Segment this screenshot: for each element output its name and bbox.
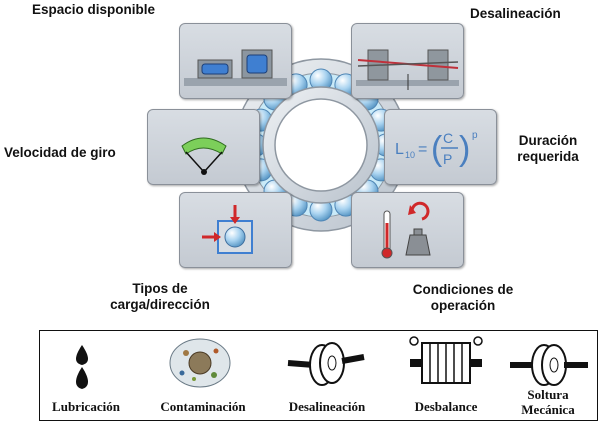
- panel-condiciones-de-operacion: [351, 192, 464, 268]
- misaligned-shaft-icon: [356, 49, 459, 90]
- label-duracion-line1: Duración: [518, 133, 578, 148]
- misalignment-coupling-icon: [287, 342, 365, 386]
- label-espacio-disponible: Espacio disponible: [32, 2, 156, 17]
- label-tipos-line1: Tipos de: [132, 281, 188, 296]
- panel-duracion-requerida: L 10 = ( C P ) p: [384, 109, 497, 185]
- caption-desalineacion: Desalineación: [288, 399, 366, 414]
- life-formula: L 10 = ( C P ) p: [395, 130, 478, 168]
- formula-exponent: p: [472, 130, 478, 141]
- bearing-bore: [274, 98, 368, 192]
- formula-c: C: [443, 130, 453, 146]
- label-condiciones-de-operacion: Condiciones de operación: [393, 282, 533, 314]
- label-desalineacion: Desalineación: [470, 6, 561, 21]
- contamination-icon: [169, 338, 231, 388]
- caption-soltura-mecanica: Soltura Mecánica: [502, 387, 594, 417]
- mechanical-looseness-icon: [510, 344, 588, 386]
- formula-equals: =: [418, 141, 427, 158]
- speed-gauge-icon: [181, 137, 227, 175]
- label-condiciones-line2: operación: [430, 298, 496, 313]
- caption-desbalance: Desbalance: [414, 399, 478, 414]
- failure-causes-box: Lubricación Contaminación Desalineación …: [39, 330, 598, 421]
- formula-l: L: [395, 141, 404, 158]
- label-tipos-de-carga: Tipos de carga/dirección: [90, 281, 230, 313]
- caption-soltura-line1: Soltura: [527, 387, 569, 402]
- unbalance-rotor-icon: [409, 336, 483, 384]
- caption-soltura-line2: Mecánica: [521, 402, 575, 417]
- caption-lubricacion: Lubricación: [52, 399, 120, 414]
- load-direction-icon: [202, 205, 253, 254]
- panel-desalineacion: [351, 23, 464, 99]
- label-duracion-requerida: Duración requerida: [506, 133, 590, 165]
- panel-tipos-de-carga: [179, 192, 292, 268]
- formula-sub: 10: [405, 150, 415, 160]
- formula-p: P: [443, 151, 452, 167]
- operating-conditions-icon: [381, 201, 431, 259]
- label-condiciones-line1: Condiciones de: [412, 282, 514, 297]
- formula-paren-close: ): [459, 130, 470, 168]
- label-velocidad-de-giro: Velocidad de giro: [4, 145, 116, 160]
- formula-paren-open: (: [431, 130, 443, 168]
- panel-espacio-disponible: [179, 23, 292, 99]
- label-tipos-line2: carga/dirección: [110, 297, 210, 312]
- oil-drops-icon: [76, 345, 88, 389]
- housing-space-icon: [184, 49, 287, 86]
- caption-contaminacion: Contaminación: [160, 399, 246, 414]
- label-duracion-line2: requerida: [517, 149, 579, 164]
- panel-velocidad-de-giro: [147, 109, 260, 185]
